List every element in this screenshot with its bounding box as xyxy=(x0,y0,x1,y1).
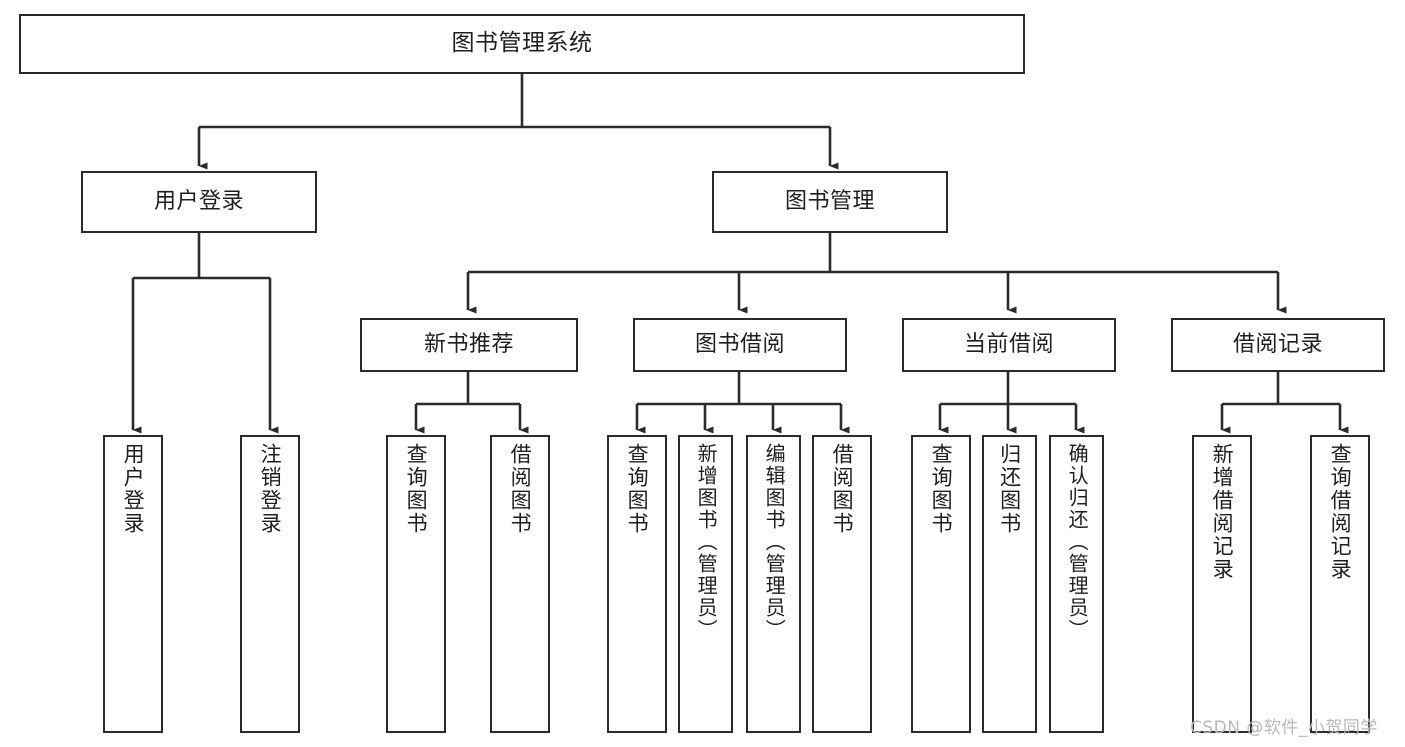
node-leaf-logout[interactable]: 注销登录 xyxy=(240,435,300,733)
node-label: 新增图书（管理员） xyxy=(694,443,719,641)
node-leaf-add-book[interactable]: 新增图书（管理员） xyxy=(678,435,733,733)
node-label: 查询借阅记录 xyxy=(1328,443,1353,581)
node-leaf-borrow-book[interactable]: 借阅图书 xyxy=(812,435,872,733)
node-label: 用户登录 xyxy=(153,189,244,215)
node-label: 图书管理系统 xyxy=(451,30,593,57)
node-leaf-return-book[interactable]: 归还图书 xyxy=(982,435,1037,733)
node-leaf-borrow-book-new[interactable]: 借阅图书 xyxy=(490,435,550,733)
node-label: 编辑图书（管理员） xyxy=(762,443,787,641)
node-label: 当前借阅 xyxy=(963,332,1054,358)
node-new-book-recommend[interactable]: 新书推荐 xyxy=(360,318,578,372)
node-leaf-query-book-current[interactable]: 查询图书 xyxy=(911,435,971,733)
node-label: 查询图书 xyxy=(625,443,650,535)
node-label: 图书管理 xyxy=(784,189,875,215)
node-label: 注销登录 xyxy=(258,443,283,535)
node-label: 查询图书 xyxy=(929,443,954,535)
node-user-login[interactable]: 用户登录 xyxy=(81,171,317,233)
node-current-borrow[interactable]: 当前借阅 xyxy=(902,318,1116,372)
node-label: 图书借阅 xyxy=(694,332,785,358)
node-label: 借阅图书 xyxy=(830,443,855,535)
node-leaf-query-record[interactable]: 查询借阅记录 xyxy=(1310,435,1370,733)
node-leaf-confirm-return[interactable]: 确认归还（管理员） xyxy=(1049,435,1104,733)
node-label: 借阅图书 xyxy=(508,443,533,535)
node-label: 新增借阅记录 xyxy=(1210,443,1235,581)
node-label: 确认归还（管理员） xyxy=(1065,443,1090,641)
node-root-book-management-system[interactable]: 图书管理系统 xyxy=(19,14,1025,74)
node-label: 归还图书 xyxy=(997,443,1022,535)
node-leaf-add-record[interactable]: 新增借阅记录 xyxy=(1192,435,1252,733)
node-label: 新书推荐 xyxy=(423,332,514,358)
node-leaf-query-book-new[interactable]: 查询图书 xyxy=(386,435,446,733)
node-label: 查询图书 xyxy=(404,443,429,535)
node-label: 借阅记录 xyxy=(1232,332,1323,358)
node-leaf-user-login[interactable]: 用户登录 xyxy=(103,435,163,733)
node-borrow-record[interactable]: 借阅记录 xyxy=(1171,318,1385,372)
node-book-manage[interactable]: 图书管理 xyxy=(712,171,948,233)
node-leaf-edit-book[interactable]: 编辑图书（管理员） xyxy=(746,435,801,733)
node-book-borrow[interactable]: 图书借阅 xyxy=(633,318,847,372)
node-leaf-query-book-borrow[interactable]: 查询图书 xyxy=(607,435,667,733)
node-label: 用户登录 xyxy=(121,443,146,535)
